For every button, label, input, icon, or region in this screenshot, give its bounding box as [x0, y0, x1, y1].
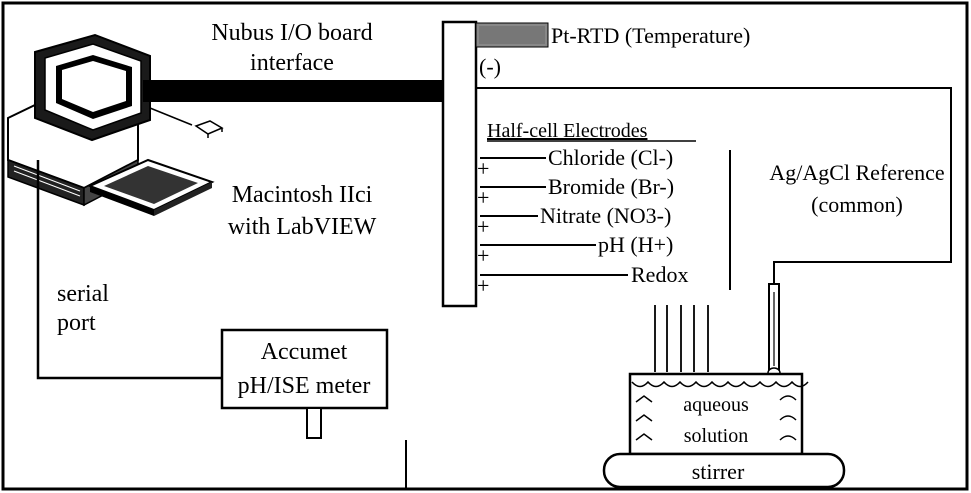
- electrode-label: pH (H+): [598, 232, 673, 257]
- serial-label-line2: port: [57, 310, 96, 336]
- vessel-label-line2: solution: [684, 425, 748, 447]
- io-board-strip: [441, 20, 478, 308]
- stirrer-plate: [602, 452, 846, 489]
- macintosh-computer: [7, 33, 224, 216]
- computer-model-label: Macintosh IIci: [232, 182, 373, 208]
- reference-label-line2: (common): [811, 192, 903, 217]
- computer-software-label: with LabVIEW: [228, 214, 377, 240]
- serial-label-line1: serial: [57, 281, 109, 307]
- reference-label-line1: Ag/AgCl Reference: [769, 160, 944, 185]
- plus-sign: +: [477, 185, 489, 210]
- electrode-ph: + pH (H+): [477, 232, 673, 268]
- plus-sign: +: [477, 273, 489, 298]
- meter-probe: [306, 407, 322, 439]
- reference-wire: [476, 87, 952, 284]
- electrode-redox: + Redox: [477, 262, 688, 298]
- electrodes-heading: Half-cell Electrodes: [487, 120, 648, 142]
- nubus-label-line1: Nubus I/O board: [211, 20, 372, 46]
- pt-rtd-label: Pt-RTD (Temperature): [551, 23, 750, 48]
- accumet-meter: [220, 328, 389, 410]
- solution-vessel: aqueous solution: [628, 372, 809, 456]
- meter-label-line2: pH/ISE meter: [238, 373, 371, 399]
- nubus-cable: [143, 80, 443, 102]
- io-minus-label: (-): [479, 54, 501, 79]
- electrode-chloride: + Chloride (Cl-): [477, 145, 673, 181]
- electrode-label: Nitrate (NO3-): [540, 203, 671, 228]
- half-cell-probes: [654, 305, 709, 372]
- plus-sign: +: [477, 243, 489, 268]
- electrode-bromide: + Bromide (Br-): [477, 174, 674, 210]
- nubus-label-line2: interface: [250, 50, 334, 76]
- electrode-label: Bromide (Br-): [548, 174, 674, 199]
- plus-sign: +: [477, 156, 489, 181]
- plus-sign: +: [477, 214, 489, 239]
- electrode-nitrate: + Nitrate (NO3-): [477, 203, 671, 239]
- electrode-label: Redox: [631, 262, 688, 287]
- reference-electrode: [767, 283, 781, 379]
- vessel-label-line1: aqueous: [683, 394, 749, 416]
- electrode-label: Chloride (Cl-): [548, 145, 673, 170]
- stirrer-label: stirrer: [692, 459, 745, 484]
- serial-cable: [36, 160, 222, 380]
- meter-label-line1: Accumet: [261, 339, 348, 365]
